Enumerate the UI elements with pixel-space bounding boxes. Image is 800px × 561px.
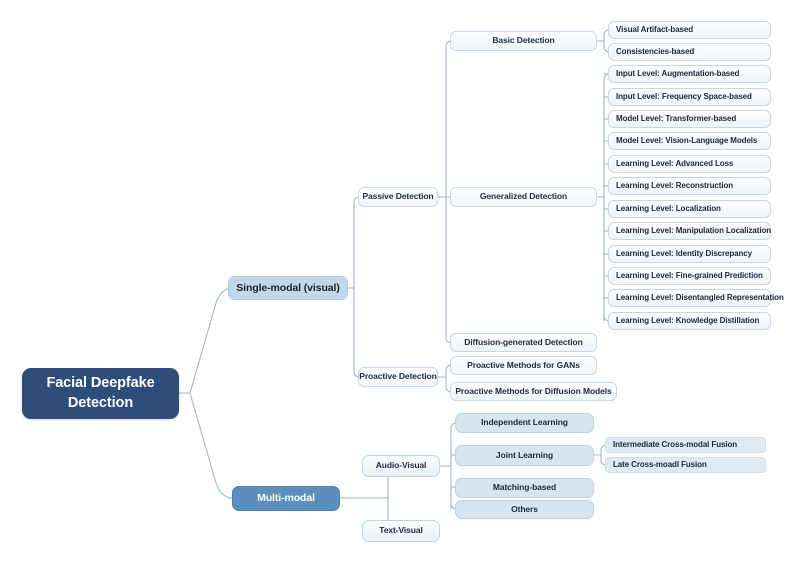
leaf-label: Input Level: Frequency Space-based	[616, 92, 752, 102]
node-matching-based[interactable]: Matching-based	[455, 478, 594, 498]
leaf-label: Learning Level: Localization	[616, 204, 721, 214]
node-audio-visual[interactable]: Audio-Visual	[362, 455, 440, 477]
node-generalized-detection-label: Generalized Detection	[479, 191, 568, 202]
node-text-visual[interactable]: Text-Visual	[362, 520, 440, 542]
leaf-label: Intermediate Cross-modal Fusion	[613, 440, 738, 450]
leaf-learning-disentangled-representation[interactable]: Learning Level: Disentangled Representat…	[608, 289, 784, 307]
leaf-label: Learning Level: Reconstruction	[616, 181, 734, 191]
leaf-input-frequency-space-based[interactable]: Input Level: Frequency Space-based	[608, 88, 771, 106]
node-basic-detection-label: Basic Detection	[492, 35, 555, 46]
leaf-learning-knowledge-distillation[interactable]: Learning Level: Knowledge Distillation	[608, 312, 771, 330]
leaf-label: Late Cross-moadl Fusion	[613, 460, 707, 470]
leaf-learning-fine-grained-prediction[interactable]: Learning Level: Fine-grained Prediction	[608, 267, 771, 285]
node-others[interactable]: Others	[455, 500, 594, 519]
node-passive-detection[interactable]: Passive Detection	[358, 187, 438, 207]
leaf-model-transformer-based[interactable]: Model Level: Transformer-based	[608, 110, 771, 128]
leaf-learning-reconstruction[interactable]: Learning Level: Reconstruction	[608, 177, 771, 195]
node-text-visual-label: Text-Visual	[379, 525, 423, 536]
link-passive-basic	[445, 40, 453, 198]
node-proactive-diffusion-models-label: Proactive Methods for Diffusion Models	[455, 385, 612, 396]
leaf-learning-identity-discrepancy[interactable]: Learning Level: Identity Discrepancy	[608, 245, 771, 263]
leaf-label: Learning Level: Identity Discrepancy	[616, 249, 752, 259]
node-proactive-gans-label: Proactive Methods for GANs	[467, 359, 580, 370]
leaf-learning-advanced-loss[interactable]: Learning Level: Advanced Loss	[608, 155, 771, 173]
leaf-model-vision-language-models[interactable]: Model Level: Vision-Language Models	[608, 132, 771, 150]
node-diffusion-generated-detection[interactable]: Diffusion-generated Detection	[450, 333, 597, 352]
link-passive-diffusion	[445, 196, 453, 344]
leaf-label: Learning Level: Disentangled Representat…	[616, 293, 784, 303]
leaf-input-augmentation-based[interactable]: Input Level: Augmentation-based	[608, 65, 771, 83]
node-multi-modal[interactable]: Multi-modal	[232, 486, 340, 511]
leaf-label: Consistencies-based	[616, 47, 695, 57]
leaf-label: Input Level: Augmentation-based	[616, 69, 740, 79]
leaf-consistencies-based[interactable]: Consistencies-based	[608, 43, 771, 61]
node-single-modal[interactable]: Single-modal (visual)	[228, 276, 348, 300]
leaf-label: Learning Level: Knowledge Distillation	[616, 316, 760, 326]
leaf-label: Visual Artifact-based	[616, 25, 694, 35]
node-diffusion-generated-detection-label: Diffusion-generated Detection	[464, 336, 583, 347]
node-proactive-diffusion-models[interactable]: Proactive Methods for Diffusion Models	[450, 382, 617, 401]
leaf-late-cross-modal-fusion[interactable]: Late Cross-moadl Fusion	[605, 457, 766, 473]
leaf-intermediate-cross-modal-fusion[interactable]: Intermediate Cross-modal Fusion	[605, 437, 766, 453]
node-joint-learning[interactable]: Joint Learning	[455, 445, 594, 466]
root-node-label: Facial Deepfake Detection	[46, 374, 155, 411]
link-single-proactive	[353, 287, 361, 378]
link-single-passive	[353, 196, 361, 289]
leaf-label: Learning Level: Advanced Loss	[616, 159, 734, 169]
node-generalized-detection[interactable]: Generalized Detection	[450, 187, 597, 207]
leaf-learning-manipulation-localization[interactable]: Learning Level: Manipulation Localizatio…	[608, 222, 771, 240]
link-root-single	[189, 287, 234, 394]
leaf-label: Learning Level: Manipulation Localizatio…	[616, 226, 772, 236]
leaf-visual-artifact-based[interactable]: Visual Artifact-based	[608, 21, 771, 39]
node-single-modal-label: Single-modal (visual)	[236, 281, 340, 294]
leaf-label: Model Level: Vision-Language Models	[616, 136, 758, 146]
leaf-label: Learning Level: Fine-grained Prediction	[616, 271, 763, 281]
node-label: Joint Learning	[495, 449, 554, 460]
node-label: Independent Learning	[481, 417, 568, 428]
node-proactive-gans[interactable]: Proactive Methods for GANs	[450, 356, 597, 375]
node-basic-detection[interactable]: Basic Detection	[450, 31, 597, 51]
root-node[interactable]: Facial Deepfake Detection	[22, 368, 179, 419]
node-label: Matching-based	[492, 482, 557, 493]
node-passive-detection-label: Passive Detection	[362, 191, 434, 202]
node-multi-modal-label: Multi-modal	[257, 492, 315, 505]
link-root-multi	[189, 392, 234, 499]
leaf-learning-localization[interactable]: Learning Level: Localization	[608, 200, 771, 218]
node-audio-visual-label: Audio-Visual	[375, 460, 427, 471]
node-proactive-detection[interactable]: Proactive Detection	[358, 367, 438, 387]
node-proactive-detection-label: Proactive Detection	[359, 371, 437, 382]
node-label: Others	[511, 503, 538, 514]
leaf-label: Model Level: Transformer-based	[616, 114, 737, 124]
node-independent-learning[interactable]: Independent Learning	[455, 413, 594, 433]
